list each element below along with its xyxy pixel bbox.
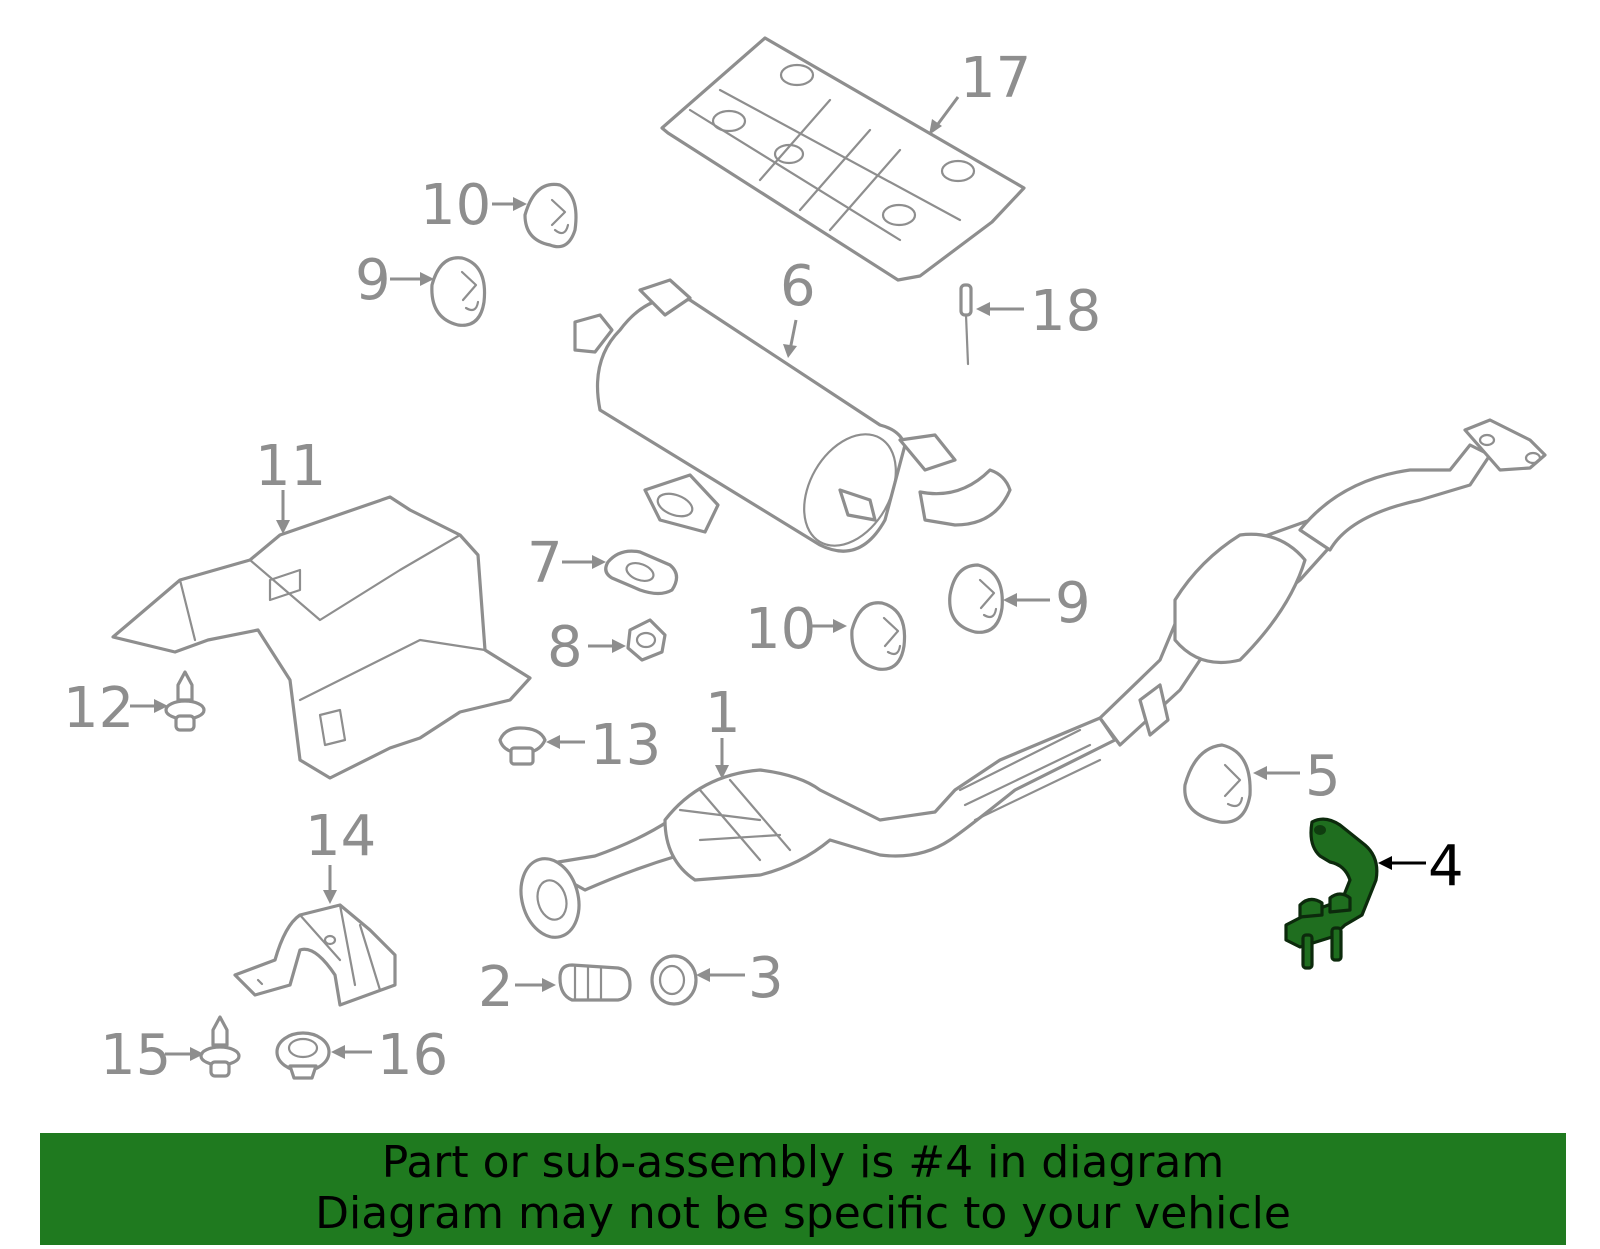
callout-11: 11 — [255, 434, 326, 499]
part-10-hanger[interactable] — [523, 182, 578, 249]
part-11-heat-shield[interactable] — [111, 495, 532, 780]
callout-7: 7 — [527, 531, 563, 596]
callout-12: 12 — [63, 676, 134, 741]
info-banner: Part or sub-assembly is #4 in diagram Di… — [40, 1133, 1566, 1245]
callout-5: 5 — [1305, 744, 1341, 809]
part-8-nut[interactable] — [626, 618, 667, 662]
part-13-nut[interactable] — [498, 726, 547, 766]
part-6-muffler[interactable] — [573, 278, 1012, 562]
part-18-bolt[interactable] — [959, 283, 973, 366]
callout-18: 18 — [1030, 279, 1101, 344]
part-9-hanger[interactable] — [948, 563, 1004, 634]
part-2-sleeve[interactable] — [558, 963, 632, 1002]
part-15-push-pin[interactable] — [199, 1015, 241, 1078]
callout-15: 15 — [100, 1023, 171, 1088]
callout-14: 14 — [305, 804, 376, 869]
callout-10b: 10 — [745, 597, 816, 662]
callout-13: 13 — [590, 713, 661, 778]
callout-16: 16 — [377, 1023, 448, 1088]
callout-17: 17 — [960, 46, 1031, 111]
part-9-hanger[interactable] — [430, 256, 487, 327]
callout-9b: 9 — [1055, 571, 1091, 636]
part-7-gasket[interactable] — [604, 549, 679, 596]
callout-4: 4 — [1428, 834, 1464, 899]
callout-2: 2 — [478, 955, 514, 1020]
part-10-hanger[interactable] — [850, 601, 907, 671]
banner-line-2: Diagram may not be specific to your vehi… — [315, 1188, 1291, 1239]
part-17-heat-shield[interactable] — [660, 36, 1026, 282]
part-4-hanger-bracket[interactable] — [1284, 817, 1379, 970]
part-3-grommet[interactable] — [650, 954, 698, 1006]
callout-3: 3 — [748, 946, 784, 1011]
callout-9a: 9 — [355, 248, 391, 313]
part-14-bracket[interactable] — [233, 903, 397, 1007]
callout-1: 1 — [705, 681, 741, 746]
callout-10a: 10 — [420, 173, 491, 238]
callout-6: 6 — [780, 254, 816, 319]
callout-8: 8 — [547, 615, 583, 680]
part-1-exhaust-pipe-assembly[interactable] — [513, 418, 1547, 944]
banner-line-1: Part or sub-assembly is #4 in diagram — [381, 1137, 1225, 1188]
part-5-hanger[interactable] — [1183, 743, 1252, 824]
part-16-grommet[interactable] — [275, 1031, 331, 1080]
part-12-push-pin[interactable] — [164, 670, 206, 732]
